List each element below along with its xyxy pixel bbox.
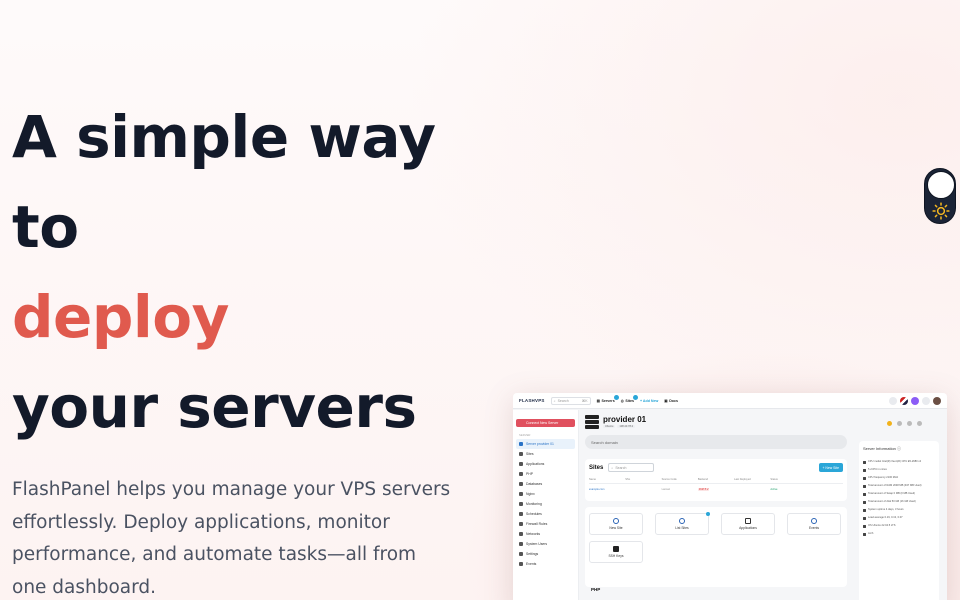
- content-action-icons: [887, 421, 922, 426]
- provider-tag-ip: 138.43.78.2: [617, 425, 636, 428]
- server-info-row: CPU frequency 2100 MHz: [863, 476, 935, 480]
- new-site-button: + New Site: [818, 463, 843, 472]
- tile-new-site: New Site: [589, 513, 643, 535]
- app-preview-screenshot: FLASHVPS ⌕ Search ⌘K ▤ Servers ◎ Sites +…: [513, 393, 947, 600]
- search-icon: ⌕: [553, 398, 556, 403]
- language-flag-icon: [900, 396, 908, 405]
- server-info-row: Total amount of Swap 0 MB (0 MB Used): [863, 492, 935, 496]
- server-info-title: Server Information ⓘ: [863, 446, 902, 451]
- user-icon: [922, 396, 930, 405]
- provider-header: provider 01 Ubuntu 138.43.78.2: [583, 415, 855, 429]
- sidebar-item-firewall: Firewall Rules: [516, 519, 575, 529]
- frequency-icon: [863, 477, 866, 480]
- topbar-right-icons: [889, 396, 941, 405]
- sidebar-item-networks: Networks: [516, 529, 575, 539]
- server-info-row: OS Ubuntu 22.04.5 LTS: [863, 524, 935, 528]
- sidebar-item-events: Events: [516, 559, 575, 569]
- tile-list-sites: List Sites: [655, 512, 710, 535]
- server-info-row: 5 vCPU in cores: [863, 468, 935, 472]
- lock-icon: [613, 546, 619, 552]
- app-sidebar: Connect New Server SERVER Server provide…: [513, 410, 579, 600]
- globe-icon: [679, 518, 685, 524]
- app-content: provider 01 Ubuntu 138.43.78.2 Search do…: [583, 415, 855, 587]
- sidebar-section-label: SERVER: [519, 433, 531, 437]
- table-row: example.com Laravel PHP 8.2 Active: [589, 488, 778, 491]
- nav-sites: ◎ Sites: [621, 394, 638, 403]
- target-icon: [811, 518, 817, 524]
- hero-description: FlashPanel helps you manage your VPS ser…: [12, 479, 451, 598]
- sidebar-item-applications: Applications: [516, 459, 575, 469]
- notification-icon: [889, 396, 897, 405]
- sidebar-item-settings: Settings: [516, 549, 575, 559]
- more-icon: [917, 421, 922, 426]
- warning-icon: [887, 421, 892, 426]
- sidebar-item-schedules: Schedules: [516, 509, 575, 519]
- plan-icon: [911, 396, 919, 405]
- search-icon: ⌕: [611, 465, 614, 470]
- hero-heading: A simple way to deploy your servers: [12, 92, 472, 452]
- sidebar-item-system-users: System Users: [516, 539, 575, 549]
- arch-icon: [863, 533, 866, 536]
- globe-icon: [613, 518, 619, 524]
- server-info-row: Arch: [863, 532, 935, 536]
- hero-line-accent: deploy: [12, 283, 229, 351]
- sidebar-item-server: Server provider 01: [516, 439, 575, 449]
- php-section-label: PHP: [591, 587, 601, 592]
- sites-title: Sites: [589, 464, 604, 471]
- cpu-icon: [863, 461, 866, 464]
- nav-add-new: + Add New: [639, 398, 659, 403]
- cart-icon: [745, 518, 751, 524]
- theme-toggle[interactable]: [924, 168, 956, 224]
- os-icon: [863, 525, 866, 528]
- tile-events: Events: [787, 513, 841, 535]
- sun-icon: [932, 202, 950, 220]
- app-search-input: ⌕ Search ⌘K: [550, 396, 591, 405]
- server-info-row: System uptime 4 days, 3 hours: [863, 508, 935, 512]
- sites-table-header: Name SSL Source Code Backend Last Deploy…: [589, 478, 843, 484]
- load-icon: [863, 517, 866, 520]
- app-topbar: FLASHVPS ⌕ Search ⌘K ▤ Servers ◎ Sites +…: [513, 393, 947, 409]
- tile-applications: Applications: [721, 513, 775, 535]
- ram-icon: [863, 485, 866, 488]
- search-domain-input: Search domain: [585, 435, 847, 449]
- connect-server-button: Connect New Server: [516, 419, 575, 427]
- hero-line-2: to: [12, 193, 79, 261]
- tile-ssh-keys: SSH Keys: [589, 541, 643, 563]
- avatar: [933, 396, 941, 405]
- hero-line-1: A simple way: [12, 103, 436, 171]
- swap-icon: [863, 493, 866, 496]
- share-icon: [897, 421, 902, 426]
- core-icon: [863, 469, 866, 472]
- app-logo: FLASHVPS: [519, 398, 545, 403]
- sidebar-item-php: PHP: [516, 469, 575, 479]
- sidebar-item-databases: Databases: [516, 479, 575, 489]
- hero-line-4: your servers: [12, 373, 417, 441]
- moon-knob-icon: [927, 171, 955, 199]
- provider-title: provider 01: [603, 415, 647, 424]
- sidebar-item-monitoring: Monitoring: [516, 499, 575, 509]
- server-info-row: Total amount of RAM 2048 MB (947 MB Used…: [863, 484, 935, 488]
- server-info-panel: Server Information ⓘ CPU model Intel(R) …: [859, 441, 939, 600]
- sidebar-item-nginx: Nginx: [516, 489, 575, 499]
- uptime-icon: [863, 509, 866, 512]
- refresh-icon: [907, 421, 912, 426]
- disk-icon: [863, 501, 866, 504]
- server-info-row: Load average 0.19, 0.13, 0.07: [863, 516, 935, 520]
- nav-docs: ▣ Docs: [664, 398, 678, 403]
- server-info-row: Total amount of disk 50 GB (16 GB Used): [863, 500, 935, 504]
- server-info-row: CPU model Intel(R) Xeon(R) CPU E5-2680 v…: [863, 460, 935, 464]
- provider-tag-os: Ubuntu: [603, 425, 616, 428]
- quick-actions-card: New Site List Sites Applications Events …: [585, 507, 847, 587]
- sites-card: Sites ⌕Search + New Site Name SSL Source…: [585, 459, 847, 501]
- nav-servers: ▤ Servers: [597, 394, 619, 403]
- sidebar-item-sites: Sites: [516, 449, 575, 459]
- sites-search-input: ⌕Search: [608, 463, 655, 472]
- server-icon: [585, 415, 599, 429]
